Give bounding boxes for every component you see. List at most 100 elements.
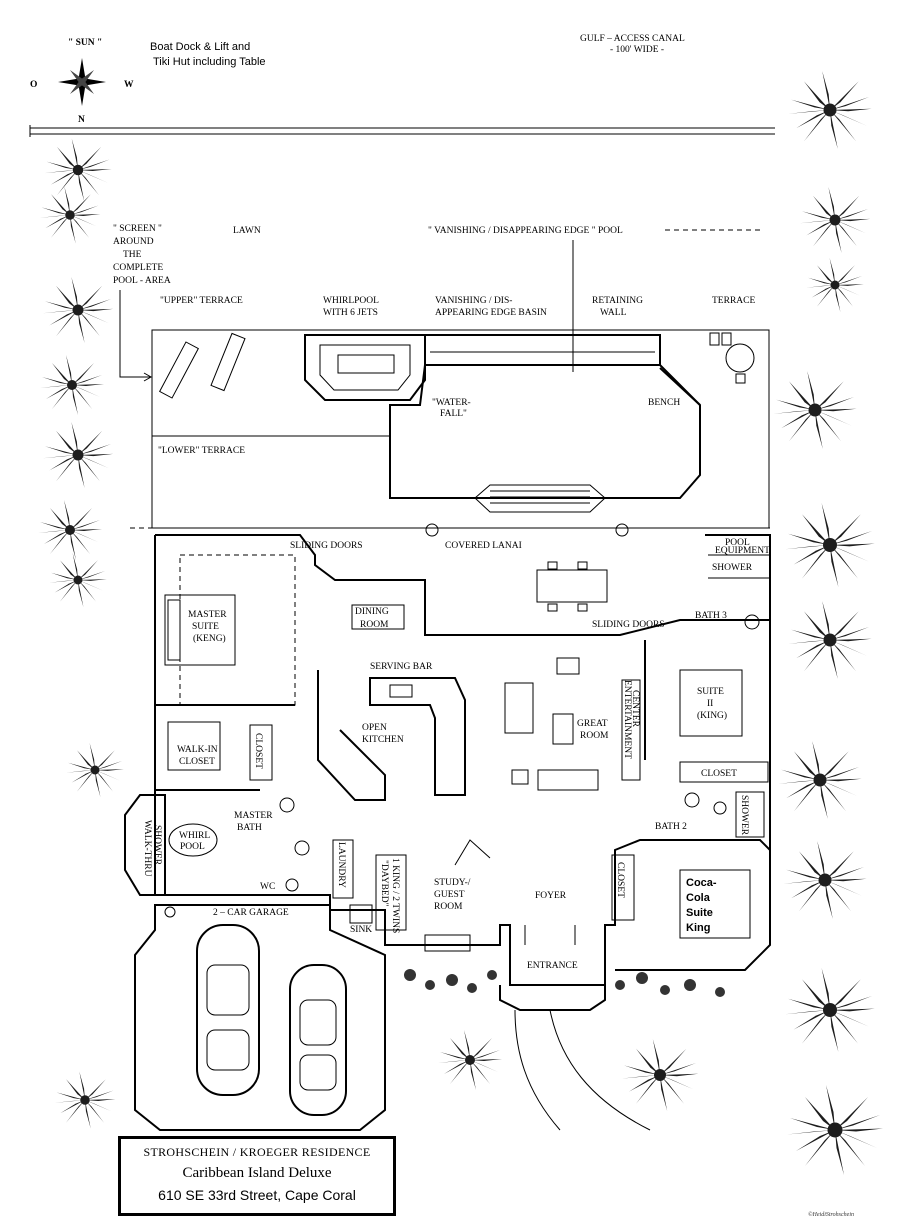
compass-east-label: O [30, 80, 37, 90]
whirlpool-tub-label: POOL [180, 842, 205, 852]
closet-suite2-label: CLOSET [701, 769, 737, 779]
bath2-label: BATH 2 [655, 822, 687, 832]
serving-bar-label: SERVING BAR [370, 662, 433, 672]
title-block: STROHSCHEIN / KROEGER RESIDENCE Caribbea… [118, 1136, 396, 1216]
waterfall-label: "WATER- [432, 398, 471, 408]
bath3-label: BATH 3 [695, 611, 727, 621]
vanishing-edge-basin [425, 334, 661, 366]
walkin-closet-label: CLOSET [179, 757, 215, 767]
terrace-label: TERRACE [712, 296, 755, 306]
great-room-label: GREAT [577, 719, 608, 729]
screen-pointer-arrow [119, 290, 150, 378]
shower-label: SHOWER [712, 563, 753, 573]
master-bed-icon [164, 594, 236, 666]
pool-steps [474, 484, 606, 513]
whirlpool-tub-label: WHIRL [179, 831, 210, 841]
shower2-label: SHOWER [739, 795, 749, 836]
wc-label: WC [260, 882, 275, 892]
walkthru-shower-label: SHOWER [152, 825, 162, 866]
compass-west-label: W [124, 80, 134, 90]
driveway-path [514, 1009, 561, 1131]
palm-tree-icon [38, 138, 124, 1129]
open-kitchen-label: OPEN [362, 723, 387, 733]
dining-table-icon [351, 604, 405, 630]
kitchen-counter [317, 670, 386, 801]
screen-label: POOL - AREA [113, 276, 171, 286]
entrance-label: ENTRANCE [527, 961, 578, 971]
walkin-closet-label: WALK-IN [177, 745, 218, 755]
closet-label: CLOSET [253, 733, 263, 769]
coke-suite-label: Coca- [686, 877, 717, 889]
closet-coke-label: CLOSET [615, 862, 625, 898]
screen-label: THE [123, 250, 142, 260]
bench-label: BENCH [648, 398, 680, 408]
study-label: ROOM [434, 902, 463, 912]
compass-rose-icon [58, 58, 106, 106]
main-pool [389, 364, 701, 499]
retaining-wall-label: WALL [600, 308, 627, 318]
entertainment-label: CENTER [630, 690, 640, 728]
master-suite-label: (KENG) [193, 633, 226, 644]
tiki-note: Tiki Hut including Table [153, 56, 266, 68]
canal-width-label: - 100' WIDE - [610, 45, 664, 55]
master-suite-label: SUITE [192, 622, 219, 632]
screen-label: COMPLETE [113, 263, 163, 273]
car-icon [196, 924, 260, 1096]
screen-label: " SCREEN " [113, 224, 162, 234]
copyright-label: ©HeidiStrohschein [808, 1212, 854, 1218]
suite2-label: II [707, 699, 713, 709]
foyer-label: FOYER [535, 891, 567, 901]
coke-suite-label: Suite [686, 907, 713, 919]
sliding-doors-label: SLIDING DOORS [290, 541, 363, 551]
house-outline [154, 535, 771, 986]
sliding-doors-label: SLIDING DOORS [592, 620, 665, 630]
sofa-icon [504, 682, 534, 734]
laundry-label: LAUNDRY [336, 842, 346, 888]
basin-label: VANISHING / DIS- [435, 296, 512, 306]
dining-room-label: DINING [355, 607, 389, 617]
driveway-path [549, 1009, 651, 1131]
entertainment-label: ENTERTAINMENT [622, 680, 632, 759]
screen-label: AROUND [113, 237, 154, 247]
lounge-chair-icon [158, 332, 246, 399]
retaining-wall-label: RETAINING [592, 296, 643, 306]
dining-room-label: ROOM [360, 620, 389, 630]
lower-terrace-label: "LOWER" TERRACE [158, 446, 245, 456]
coke-suite-label: King [686, 922, 710, 934]
open-kitchen-label: KITCHEN [362, 735, 404, 745]
basin-label: APPEARING EDGE BASIN [435, 308, 547, 318]
great-room-label: ROOM [580, 731, 609, 741]
suite2-label: SUITE [697, 687, 724, 697]
garage-outline [134, 904, 386, 1131]
walkthru-shower [124, 794, 166, 896]
covered-lanai-label: COVERED LANAI [445, 541, 522, 551]
daybed-icon [375, 854, 407, 931]
suite2-label: (KING) [697, 710, 727, 721]
entrance-porch [499, 985, 606, 1011]
upper-terrace-label: "UPPER" TERRACE [160, 296, 243, 306]
pool-equipment-label: POOL [725, 538, 750, 548]
master-bath-label: BATH [237, 823, 262, 833]
dock-note: Boat Dock & Lift and [150, 41, 250, 53]
waterfall-label: FALL" [440, 409, 467, 419]
suite2-bed-icon [679, 669, 743, 737]
lanai-table-icon [536, 569, 608, 603]
model-name: Caribbean Island Deluxe [182, 1165, 332, 1181]
coke-suite-label: Cola [686, 892, 711, 904]
pool-equipment-label: EQUIPMENT [715, 546, 770, 556]
compass-north-label: N [78, 115, 85, 125]
lawn-label: LAWN [233, 226, 261, 236]
whirlpool-label: WHIRLPOOL [323, 296, 379, 306]
master-bath-label: MASTER [234, 811, 273, 821]
whirlpool-tub-icon [168, 823, 218, 857]
car-icon [289, 964, 347, 1116]
pool-deck-boundary [151, 329, 770, 529]
sofa-icon [537, 769, 599, 791]
vanishing-pool-label: " VANISHING / DISAPPEARING EDGE " POOL [428, 226, 623, 236]
round-table-icon [725, 343, 755, 373]
sink-label: SINK [350, 925, 372, 935]
walkthru-shower-label: WALK-THRU [142, 820, 152, 877]
daybed-label: 1 KING / 2 TWINS [390, 858, 400, 933]
